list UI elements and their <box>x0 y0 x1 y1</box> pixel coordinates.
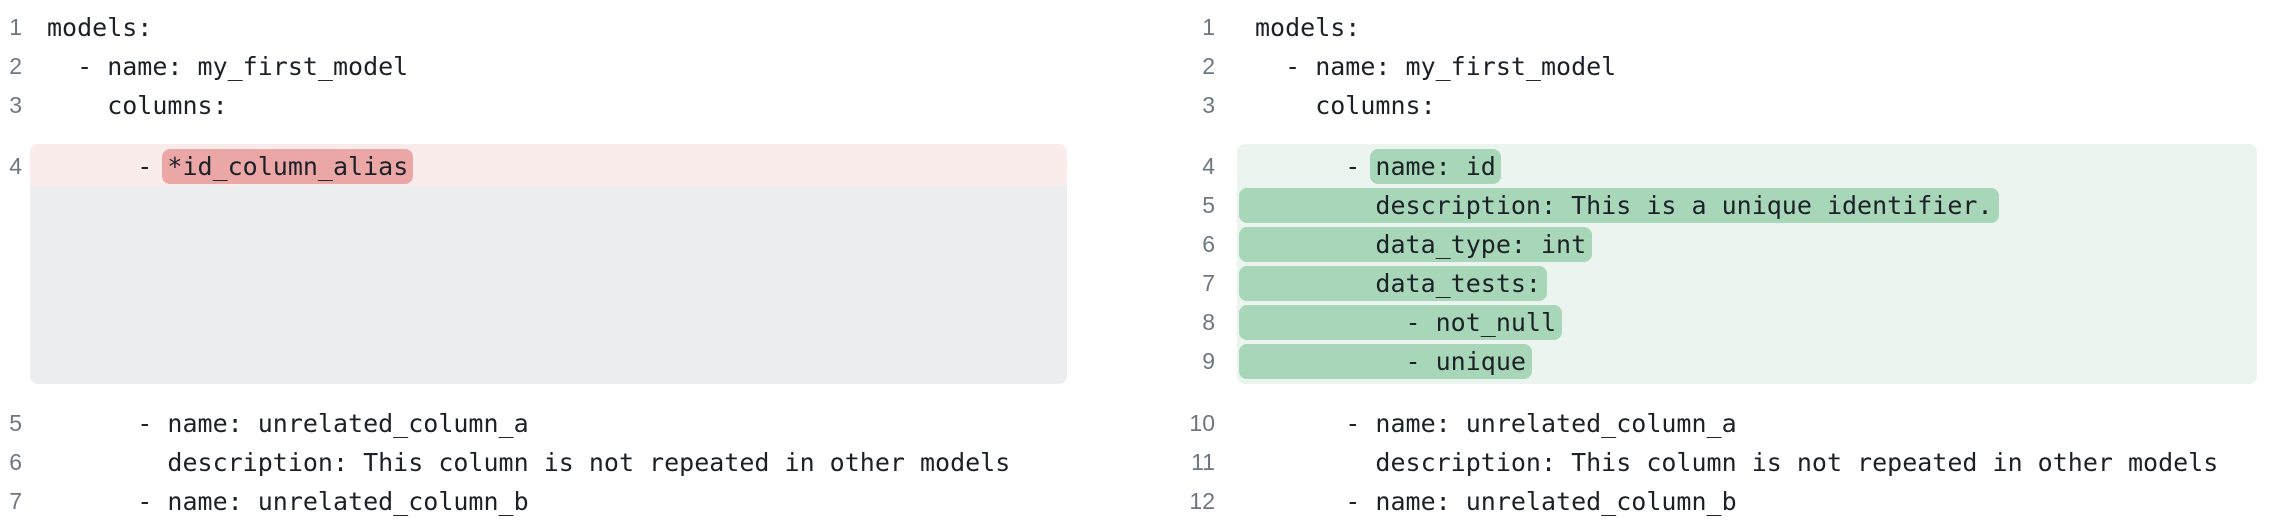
code-text: - not_null <box>1237 303 2257 342</box>
code-text: - unique <box>1237 342 2257 384</box>
removed-token: *id_column_alias <box>162 149 414 184</box>
added-token: description: This is a unique identifier… <box>1239 188 1999 223</box>
code-text: columns: <box>1255 91 1436 120</box>
line-number: 7 <box>1202 270 1215 296</box>
code-text: description: This column is not repeated… <box>47 448 1011 477</box>
diff-line: 2 - name: my_first_model <box>0 47 1139 86</box>
diff-line: 11 description: This column is not repea… <box>1139 443 2278 482</box>
added-token: name: id <box>1370 149 1501 184</box>
diff-line-added: 6 data_type: int <box>1139 225 2278 264</box>
code-text: models: <box>47 13 153 42</box>
line-number: 2 <box>9 53 22 79</box>
added-token: data_type: int <box>1239 227 1593 262</box>
diff-line: 3 columns: <box>1139 86 2278 125</box>
diff-line: 5 - name: unrelated_column_a <box>0 404 1139 443</box>
diff-line: 1 models: <box>0 8 1139 47</box>
diff-line: 7 - name: unrelated_column_b <box>0 482 1139 521</box>
diff-line-removed: 4 - *id_column_alias <box>0 144 1139 186</box>
line-number: 11 <box>1191 449 1215 475</box>
line-number: 5 <box>1202 192 1215 218</box>
code-text: - name: my_first_model <box>47 52 409 81</box>
diff-line-added: 5 description: This is a unique identifi… <box>1139 186 2278 225</box>
diff-pane-after: 1 models: 2 - name: my_first_model 3 colu… <box>1139 0 2278 521</box>
line-number: 5 <box>9 410 22 436</box>
code-text: columns: <box>47 91 228 120</box>
code-text: - name: my_first_model <box>1255 52 1617 81</box>
code-text: - *id_column_alias <box>30 144 1067 186</box>
line-number: 7 <box>9 488 22 514</box>
code-text: - name: id <box>1237 144 2257 186</box>
code-prefix: - <box>1255 152 1376 181</box>
diff-line: 1 models: <box>1139 8 2278 47</box>
diff-line-added: 4 - name: id <box>1139 144 2278 186</box>
code-prefix: - <box>47 152 168 181</box>
line-number: 9 <box>1202 348 1215 374</box>
line-number: 1 <box>1202 14 1215 40</box>
code-text: data_type: int <box>1237 225 2257 264</box>
collapsed-placeholder <box>30 186 1067 384</box>
line-number: 12 <box>1189 488 1215 514</box>
code-text: data_tests: <box>1237 264 2257 303</box>
line-number: 8 <box>1202 309 1215 335</box>
diff-line-added: 7 data_tests: <box>1139 264 2278 303</box>
diff-line-added: 9 - unique <box>1139 342 2278 384</box>
code-text: models: <box>1255 13 1361 42</box>
diff-line: 6 description: This column is not repeat… <box>0 443 1139 482</box>
diff-line-added: 8 - not_null <box>1139 303 2278 342</box>
line-number: 3 <box>9 92 22 118</box>
diff-pane-before: 1 models: 2 - name: my_first_model 3 colu… <box>0 0 1139 521</box>
code-text: description: This is a unique identifier… <box>1237 186 2257 225</box>
code-text: description: This column is not repeated… <box>1255 448 2219 477</box>
line-number: 1 <box>9 14 22 40</box>
line-number: 3 <box>1202 92 1215 118</box>
line-number: 10 <box>1189 410 1215 436</box>
code-text: - name: unrelated_column_a <box>47 409 529 438</box>
code-text: - name: unrelated_column_a <box>1255 409 1737 438</box>
line-number: 2 <box>1202 53 1215 79</box>
line-number: 4 <box>1202 153 1215 179</box>
added-token: data_tests: <box>1239 266 1547 301</box>
line-number: 6 <box>9 449 22 475</box>
line-number: 6 <box>1202 231 1215 257</box>
added-token: - unique <box>1239 344 1532 379</box>
code-text: - name: unrelated_column_b <box>1255 487 1737 516</box>
code-text: - name: unrelated_column_b <box>47 487 529 516</box>
diff-line: 12 - name: unrelated_column_b <box>1139 482 2278 521</box>
diff-line: 2 - name: my_first_model <box>1139 47 2278 86</box>
line-number: 4 <box>9 153 22 179</box>
diff-line: 3 columns: <box>0 86 1139 125</box>
diff-line: 10 - name: unrelated_column_a <box>1139 404 2278 443</box>
added-token: - not_null <box>1239 305 1563 340</box>
